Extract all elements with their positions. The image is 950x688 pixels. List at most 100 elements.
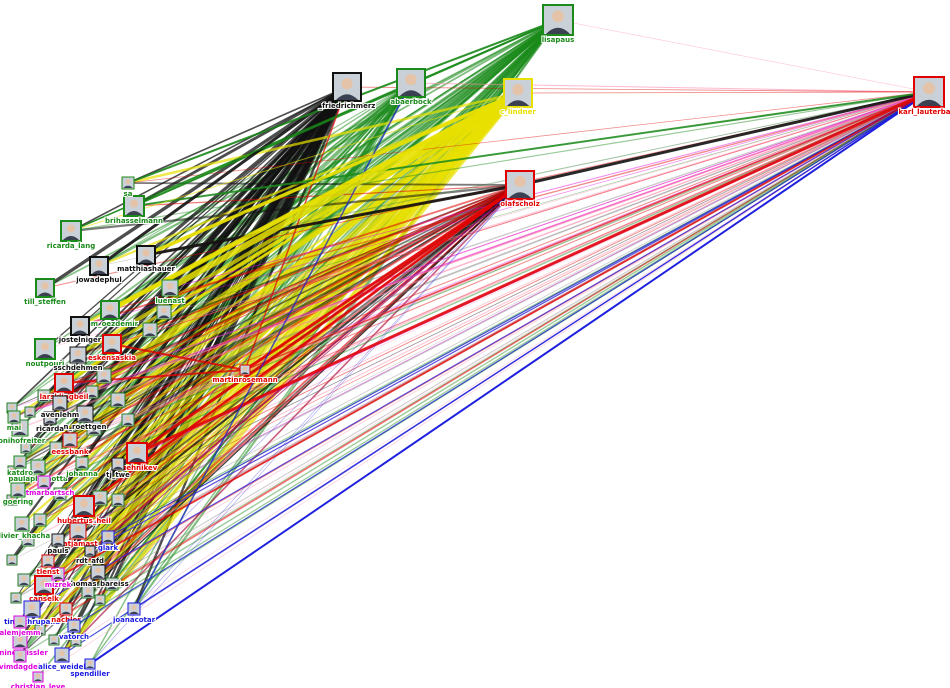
graph-node-unlabeled[interactable] <box>10 592 22 604</box>
graph-node-tino-chrupalla[interactable]: tino_chrupalla <box>3 600 61 627</box>
graph-node-eskensaskia[interactable]: eskensaskia <box>87 334 137 363</box>
graph-node-unlabeled[interactable] <box>92 490 108 506</box>
graph-node-goering[interactable]: goering <box>2 482 34 507</box>
edge <box>47 86 348 562</box>
edge <box>136 90 930 455</box>
graph-node-unlabeled[interactable] <box>142 322 158 338</box>
graph-node-alice-weidel[interactable]: alice_weidel <box>37 647 87 672</box>
graph-node-unlabeled[interactable] <box>48 634 60 646</box>
graph-node-pauls[interactable]: pauls <box>46 533 70 556</box>
graph-node-unlabeled[interactable] <box>21 533 35 547</box>
graph-node-olivier-kh[interactable]: olivier_khacha <box>0 516 52 541</box>
graph-node-nachler[interactable]: nachler <box>50 602 82 625</box>
graph-node-mizrek[interactable]: mizrek <box>44 567 73 590</box>
graph-node-unlabeled[interactable] <box>121 413 135 427</box>
graph-node-luenast[interactable]: luenast <box>154 279 186 306</box>
graph-node-thomas-bareiss[interactable]: thomas_bareiss <box>66 564 130 589</box>
graph-node-unlabeled[interactable] <box>20 442 32 454</box>
graph-node-canselk[interactable]: canselk <box>28 575 60 604</box>
avatar-body <box>12 493 24 496</box>
graph-node-unlabeled[interactable] <box>24 406 36 418</box>
graph-node-eessbank[interactable]: eessbank <box>50 432 90 457</box>
graph-node-unlabeled[interactable] <box>156 304 172 320</box>
avatar-head <box>41 342 49 351</box>
avatar-body <box>399 90 423 96</box>
edge <box>87 184 521 593</box>
graph-node-ricarda-lang[interactable]: ricarda_lang <box>46 220 96 251</box>
graph-node-rdt-afd[interactable]: rdt_afd <box>75 545 105 566</box>
node-label: pauls <box>47 547 68 555</box>
graph-node-unlabeled[interactable] <box>34 624 46 636</box>
graph-node-unlabeled[interactable] <box>94 594 106 606</box>
graph-node-katdro[interactable]: katdro <box>6 455 34 478</box>
graph-node-unlabeled[interactable] <box>33 513 47 527</box>
graph-node-unlabeled[interactable] <box>111 493 125 507</box>
graph-node-dietmarbartsch[interactable]: dietmarbartsch <box>13 475 75 498</box>
graph-node-christian-leye[interactable]: christian_leye <box>10 671 67 688</box>
avatar-body <box>13 431 27 435</box>
graph-node-lisapaus[interactable]: lisapaus <box>541 4 575 45</box>
graph-node-unlabeled[interactable] <box>37 389 51 403</box>
graph-node-n-roettgen[interactable]: n_roettgen <box>63 405 107 432</box>
graph-node-sschdehmen[interactable]: sschdehmen <box>52 346 104 373</box>
graph-node-olafscholz[interactable]: olafscholz <box>499 170 541 209</box>
avatar-body <box>32 470 44 473</box>
edge <box>39 92 519 521</box>
graph-node-cem-oezdemir[interactable]: cem_oezdemir <box>81 300 140 329</box>
graph-node-jostelniger[interactable]: jostelniger <box>57 316 103 345</box>
avatar-body <box>15 464 25 467</box>
graph-node-noutpouri[interactable]: noutpouri <box>25 338 65 369</box>
graph-node-mai[interactable]: mai <box>6 410 22 433</box>
graph-node-vatorch[interactable]: vatorch <box>58 619 90 642</box>
graph-node-tonihofreiter[interactable]: tonihofreiter <box>0 419 47 446</box>
graph-node-alemjemm[interactable]: alemjemm <box>0 615 41 638</box>
graph-node-unlabeled[interactable] <box>49 441 63 455</box>
graph-node-karl-lauterbach[interactable]: karl_lauterbach <box>897 76 950 117</box>
graph-node-sa[interactable]: sa <box>121 176 135 199</box>
graph-node-unlabeled[interactable] <box>53 487 67 501</box>
graph-node-c-lindner[interactable]: c_lindner <box>499 78 537 117</box>
graph-node--friedrichmerz[interactable]: _friedrichmerz <box>318 72 376 111</box>
graph-node-hubertus-heil[interactable]: hubertus_heil <box>56 495 112 526</box>
graph-node-brihasselmann[interactable]: brihasselmann <box>104 195 164 226</box>
avatar-head <box>57 490 63 495</box>
graph-node-unlabeled[interactable] <box>70 635 82 647</box>
graph-node-unlabeled[interactable] <box>85 385 99 399</box>
edge <box>43 184 521 397</box>
graph-node-kuehnikev[interactable]: kuehnikev <box>116 442 159 473</box>
graph-node-tj-twe[interactable]: tj_twe <box>105 457 131 480</box>
graph-node-abaerbock[interactable]: abaerbock <box>389 68 433 107</box>
graph-node-tlenst[interactable]: tlenst <box>36 554 61 577</box>
avatar-head <box>10 404 14 409</box>
graph-node-unlabeled[interactable] <box>110 392 126 408</box>
graph-node-unlabeled[interactable] <box>105 577 119 591</box>
avatar-body <box>34 679 42 681</box>
graph-node-ravenlehm[interactable]: avenlehm <box>40 395 80 420</box>
graph-node-unlabeled[interactable] <box>86 420 102 436</box>
graph-node-unlabeled[interactable] <box>96 368 112 384</box>
graph-node-unlabeled[interactable] <box>7 465 17 475</box>
graph-node-joanacotar[interactable]: joanacotar <box>111 602 157 625</box>
graph-node-glark[interactable]: glark <box>97 530 119 553</box>
graph-node-jowadephul[interactable]: jowadephul <box>74 256 123 285</box>
graph-node-unlabeled[interactable] <box>81 585 95 599</box>
graph-node-katjamast[interactable]: katjamast <box>57 522 99 549</box>
avatar-body <box>54 406 66 409</box>
graph-node-johanna[interactable]: johanna <box>64 456 99 479</box>
avatar-head <box>97 493 103 500</box>
avatar-body <box>96 602 104 604</box>
graph-node-matthiashauer[interactable]: matthiashauer <box>116 245 176 274</box>
graph-node-sevimdagdelen[interactable]: sevimdagdelen <box>0 649 51 672</box>
avatar-head <box>109 580 115 585</box>
graph-node-till-steffen[interactable]: till_steffen <box>23 278 67 307</box>
graph-node-unlabeled[interactable] <box>6 554 18 566</box>
graph-node-martinrosemann[interactable]: martinrosemann <box>211 364 279 385</box>
node-label: eessbank <box>51 448 89 456</box>
graph-node-unlabeled[interactable] <box>17 573 31 587</box>
avatar-body <box>104 348 120 352</box>
node-label: abaerbock <box>390 98 432 106</box>
avatar-head <box>59 650 65 657</box>
avatar-body <box>76 511 92 515</box>
graph-node-ricarda[interactable]: ricarda <box>35 411 65 434</box>
graph-node-spendiller[interactable]: spendiller <box>69 658 111 679</box>
